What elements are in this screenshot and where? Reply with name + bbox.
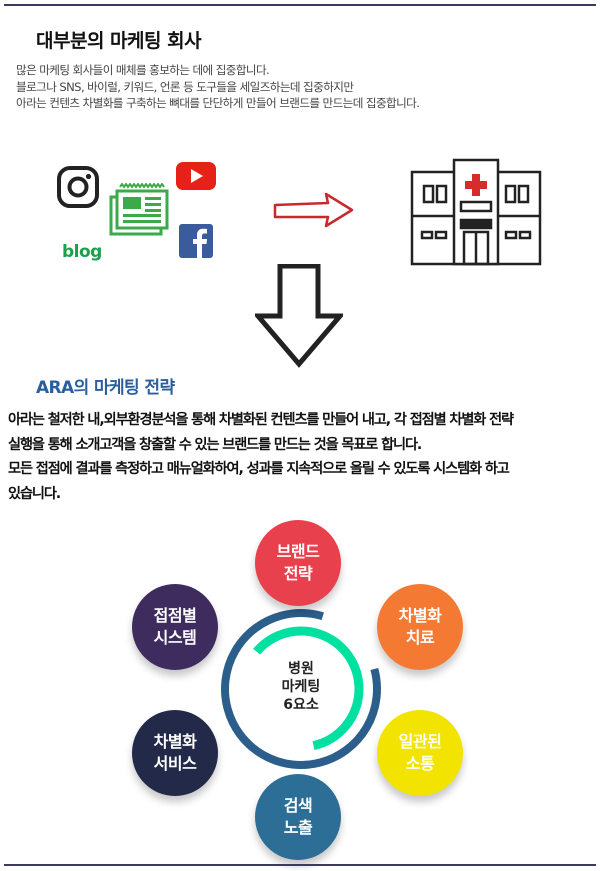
element-label: 차별화 치료 xyxy=(398,606,442,647)
facebook-icon xyxy=(179,224,213,258)
element-label: 차별화 서비스 xyxy=(153,732,197,773)
section2-description: 아라는 철저한 내,외부환경분석을 통해 차별화된 컨텐츠를 만들어 내고, 각… xyxy=(8,408,514,506)
top-rule xyxy=(4,4,596,6)
element-brand-strategy: 브랜드 전략 xyxy=(255,520,341,606)
element-differentiated-treatment: 차별화 치료 xyxy=(377,584,463,670)
section1-title: 대부분의 마케팅 회사 xyxy=(36,30,202,52)
section2-line: 아라는 철저한 내,외부환경분석을 통해 차별화된 컨텐츠를 만들어 내고, 각… xyxy=(8,412,514,428)
element-touchpoint-system: 접점별 시스템 xyxy=(132,584,218,670)
instagram-icon xyxy=(57,166,99,208)
arrow-down-icon xyxy=(255,264,343,368)
hospital-icon xyxy=(410,158,542,266)
newspaper-icon xyxy=(109,183,169,236)
element-differentiated-service: 차별화 서비스 xyxy=(132,710,218,796)
element-label: 브랜드 전략 xyxy=(276,542,320,583)
element-label: 검색 노출 xyxy=(283,796,313,837)
section1-line: 아라는 컨텐츠 차별화를 구축하는 뼈대를 단단하게 만들어 브랜드를 만드는데… xyxy=(16,96,420,110)
section1-description: 많은 마케팅 회사들이 매체를 홍보하는 데에 집중합니다. 블로그나 SNS,… xyxy=(16,62,420,112)
element-label: 접점별 시스템 xyxy=(153,606,197,647)
youtube-icon xyxy=(176,162,216,190)
center-label: 병원 마케팅 6요소 xyxy=(281,661,321,713)
element-label: 일관된 소통 xyxy=(398,732,442,773)
section2-line: 있습니다. xyxy=(8,485,61,502)
section1-line: 블로그나 SNS, 바이럴, 키워드, 언론 등 도구들을 세일즈하는데 집중하… xyxy=(16,79,354,94)
blog-icon: blog xyxy=(62,242,102,262)
element-consistent-communication: 일관된 소통 xyxy=(377,710,463,796)
arrow-right-icon xyxy=(273,192,354,228)
bottom-rule xyxy=(4,864,596,866)
section2-title: ARA의 마케팅 전략 xyxy=(36,378,175,398)
center-ring xyxy=(221,609,381,769)
section1-line: 많은 마케팅 회사들이 매체를 홍보하는 데에 집중합니다. xyxy=(16,63,270,77)
section2-line: 실행을 통해 소개고객을 창출할 수 있는 브랜드를 만드는 것을 목표로 합니… xyxy=(8,436,422,453)
element-search-exposure: 검색 노출 xyxy=(255,774,341,860)
section2-line: 모든 접점에 결과를 측정하고 매뉴얼화하여, 성과를 지속적으로 올릴 수 있… xyxy=(8,461,510,477)
